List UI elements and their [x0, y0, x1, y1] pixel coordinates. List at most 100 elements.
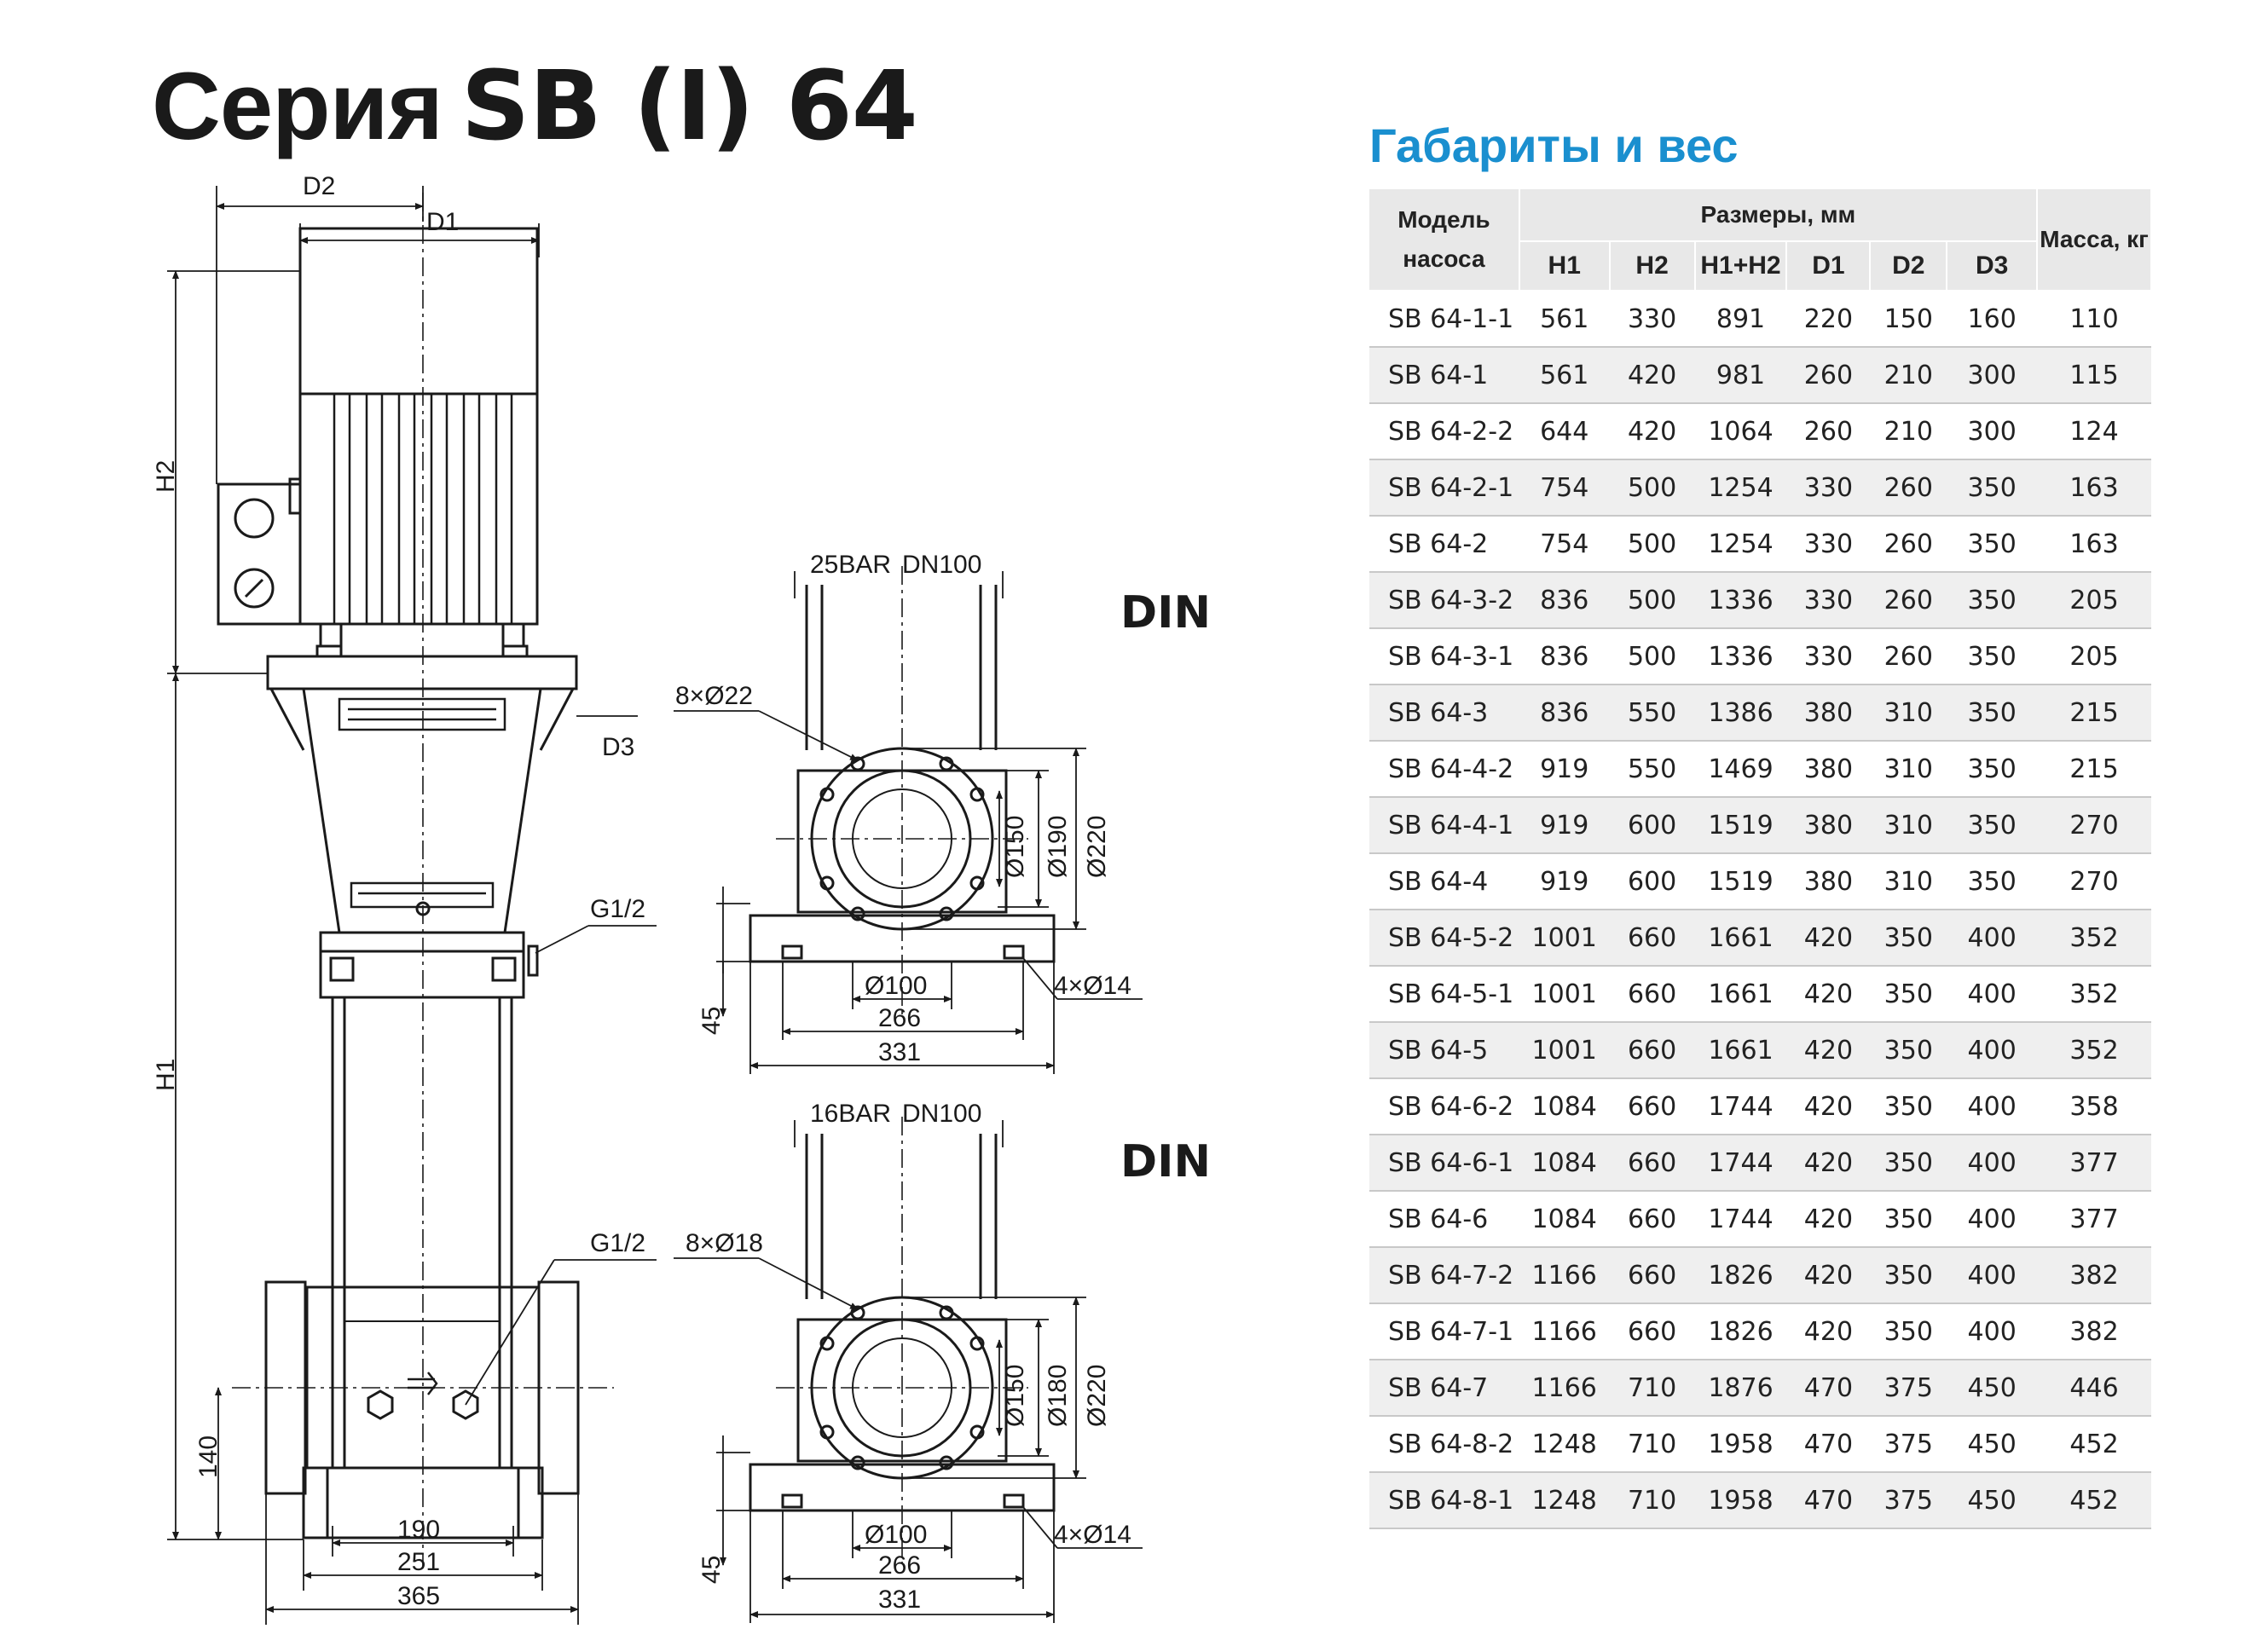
table-cell: 710 [1609, 1416, 1695, 1473]
table-cell: 350 [1947, 741, 2038, 798]
table-cell: 420 [1786, 1247, 1871, 1304]
cell-model: SB 64-1 [1369, 347, 1519, 404]
table-cell: 400 [1947, 1247, 2038, 1304]
cell-model: SB 64-8-1 [1369, 1472, 1519, 1529]
header-model: Модель насоса [1369, 189, 1520, 292]
table-cell: 358 [2037, 1078, 2151, 1135]
top-bolts: 8×Ø22 [675, 682, 753, 710]
header-d2: D2 [1870, 241, 1948, 292]
drain-plug-1 [367, 1389, 394, 1420]
cell-model: SB 64-3-1 [1369, 628, 1519, 685]
table-cell: 350 [1870, 910, 1947, 967]
table-cell: 330 [1786, 516, 1871, 573]
table-cell: 350 [1870, 966, 1947, 1023]
table-cell: 1001 [1519, 1022, 1610, 1079]
table-cell: 561 [1519, 291, 1610, 348]
table-cell: 330 [1786, 572, 1871, 629]
table-cell: 350 [1870, 1303, 1947, 1360]
table-cell: 660 [1609, 1247, 1695, 1304]
cell-model: SB 64-5-1 [1369, 966, 1519, 1023]
stool-flange [266, 655, 578, 690]
label-h2: H2 [152, 460, 180, 493]
table-cell: 260 [1870, 516, 1947, 573]
cell-model: SB 64-4-1 [1369, 797, 1519, 854]
table-cell: 660 [1609, 1022, 1695, 1079]
table-cell: 400 [1947, 1135, 2038, 1192]
cell-model: SB 64-3 [1369, 684, 1519, 742]
table-cell: 891 [1694, 291, 1787, 348]
table-cell: 420 [1786, 1078, 1871, 1135]
table-cell: 450 [1947, 1416, 2038, 1473]
table-cell: 500 [1609, 459, 1695, 517]
table-cell: 1744 [1694, 1135, 1787, 1192]
table-cell: 375 [1870, 1360, 1947, 1417]
table-cell: 350 [1870, 1135, 1947, 1192]
bottom-bolts: 8×Ø18 [686, 1229, 763, 1257]
cell-model: SB 64-7-1 [1369, 1303, 1519, 1360]
table-cell: 660 [1609, 1191, 1695, 1248]
table-cell: 500 [1609, 516, 1695, 573]
table-cell: 310 [1870, 684, 1947, 742]
table-cell: 350 [1870, 1191, 1947, 1248]
table-cell: 1064 [1694, 403, 1787, 460]
table-cell: 350 [1947, 516, 2038, 573]
bottom-w331: 331 [878, 1586, 921, 1614]
table-cell: 470 [1786, 1360, 1871, 1417]
table-cell: 215 [2037, 741, 2151, 798]
table-cell: 350 [1947, 853, 2038, 910]
table-cell: 115 [2037, 347, 2151, 404]
table-cell: 1001 [1519, 966, 1610, 1023]
table-cell: 644 [1519, 403, 1610, 460]
flange-view-bottom: 16BAR DN100 DIN 8×Ø18 Ø150 Ø180 Ø220 Ø10… [674, 1100, 1211, 1623]
header-h2: H2 [1609, 241, 1696, 292]
table-cell: 220 [1786, 291, 1871, 348]
table-cell: 1166 [1519, 1247, 1610, 1304]
table-cell: 400 [1947, 1078, 2038, 1135]
table-cell: 450 [1947, 1360, 2038, 1417]
table-cell: 660 [1609, 1135, 1695, 1192]
bottom-d150: Ø150 [1001, 1365, 1029, 1427]
label-g1: G1/2 [590, 895, 645, 923]
table-cell: 350 [1870, 1022, 1947, 1079]
bottom-dn: DN100 [902, 1100, 981, 1128]
table-cell: 400 [1947, 966, 2038, 1023]
table-cell: 375 [1870, 1416, 1947, 1473]
table-cell: 754 [1519, 459, 1610, 517]
table-cell: 500 [1609, 628, 1695, 685]
table-cell: 380 [1786, 853, 1871, 910]
table-cell: 452 [2037, 1472, 2151, 1529]
flange-view-top: 25BAR DN100 DIN 8×Ø22 Ø150 Ø190 Ø220 Ø10… [674, 551, 1211, 1074]
label-h1: H1 [152, 1059, 180, 1091]
table-cell: 210 [1870, 347, 1947, 404]
table-cell: 382 [2037, 1303, 2151, 1360]
cell-model: SB 64-4 [1369, 853, 1519, 910]
table-cell: 330 [1786, 628, 1871, 685]
table-cell: 420 [1786, 910, 1871, 967]
table-cell: 1876 [1694, 1360, 1787, 1417]
label-w365: 365 [397, 1582, 440, 1610]
table-cell: 1519 [1694, 853, 1787, 910]
table-cell: 350 [1947, 459, 2038, 517]
table-cell: 1254 [1694, 459, 1787, 517]
table-cell: 350 [1870, 1247, 1947, 1304]
table-cell: 420 [1609, 403, 1695, 460]
table-cell: 310 [1870, 853, 1947, 910]
cell-model: SB 64-6-2 [1369, 1078, 1519, 1135]
table-cell: 210 [1870, 403, 1947, 460]
bottom-w266: 266 [878, 1551, 921, 1580]
table-cell: 1661 [1694, 910, 1787, 967]
bottom-feet: 4×Ø14 [1054, 1521, 1131, 1549]
motor-body [298, 227, 539, 396]
